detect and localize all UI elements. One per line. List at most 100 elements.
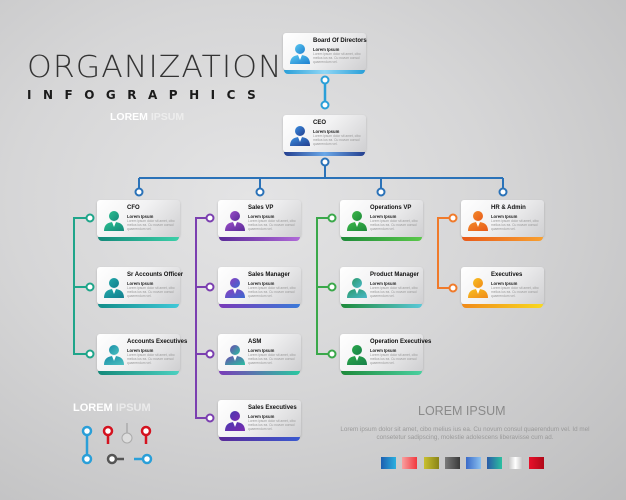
card-description: Lorem ipsum dolor sit amet, cibo melius …: [313, 134, 361, 146]
person-icon: [104, 278, 124, 298]
card-accounts-executives[interactable]: Accounts Executives Lorem Ipsum Lorem ip…: [97, 334, 187, 375]
card-accent-bar: [341, 237, 422, 241]
card-description: Lorem ipsum dolor sit amet, cibo melius …: [127, 353, 175, 365]
card-subtitle: Lorem Ipsum: [491, 214, 518, 219]
card-accent-bar: [98, 237, 179, 241]
card-subtitle: Lorem Ipsum: [127, 281, 154, 286]
person-icon: [225, 411, 245, 431]
card-description: Lorem ipsum dolor sit amet, cibo melius …: [370, 286, 418, 298]
color-swatch-olive: [424, 457, 439, 469]
page-subtitle: INFOGRAPHICS: [27, 88, 268, 102]
card-accent-bar: [462, 304, 543, 308]
card-operations-vp[interactable]: Operations VP Lorem Ipsum Lorem ipsum do…: [340, 200, 423, 241]
person-icon: [290, 126, 310, 146]
card-title: Sales Manager: [248, 272, 291, 278]
legend-title-bold: LOREM: [73, 402, 113, 414]
card-accent-bar: [341, 371, 422, 375]
card-accent-bar: [341, 304, 422, 308]
card-executives[interactable]: Executives Lorem Ipsum Lorem ipsum dolor…: [461, 267, 544, 308]
card-description: Lorem ipsum dolor sit amet, cibo melius …: [370, 219, 418, 231]
card-subtitle: Lorem Ipsum: [127, 348, 154, 353]
tagline: LOREM IPSUM: [110, 111, 184, 123]
page-title: ORGANIZATION: [27, 50, 283, 85]
color-swatch-teal: [487, 457, 502, 469]
card-board-of-directors[interactable]: Board Of Directors Lorem Ipsum Lorem ips…: [283, 33, 367, 74]
card-sales-executives[interactable]: Sales Executives Lorem Ipsum Lorem ipsum…: [218, 400, 301, 441]
card-subtitle: Lorem Ipsum: [248, 281, 275, 286]
person-icon: [347, 211, 367, 231]
card-sr-accounts-officer[interactable]: Sr Accounts Officer Lorem Ipsum Lorem ip…: [97, 267, 184, 308]
card-title: HR & Admin: [491, 205, 526, 211]
color-swatch-gray: [445, 457, 460, 469]
card-subtitle: Lorem Ipsum: [370, 214, 397, 219]
card-ceo[interactable]: CEO Lorem Ipsum Lorem ipsum dolor sit am…: [283, 115, 366, 156]
card-description: Lorem ipsum dolor sit amet, cibo melius …: [313, 52, 361, 64]
card-description: Lorem ipsum dolor sit amet, cibo melius …: [248, 419, 296, 431]
card-sales-vp[interactable]: Sales VP Lorem Ipsum Lorem ipsum dolor s…: [218, 200, 301, 241]
card-accent-bar: [284, 152, 365, 156]
card-title: CFO: [127, 205, 140, 211]
card-subtitle: Lorem Ipsum: [313, 47, 340, 52]
card-accent-bar: [98, 304, 179, 308]
card-description: Lorem ipsum dolor sit amet, cibo melius …: [127, 286, 175, 298]
card-accent-bar: [462, 237, 543, 241]
card-accent-bar: [98, 371, 179, 375]
tagline-light: IPSUM: [150, 111, 185, 123]
person-icon: [225, 278, 245, 298]
person-icon: [104, 211, 124, 231]
card-title: Sr Accounts Officer: [127, 272, 184, 278]
legend-title-light: IPSUM: [115, 402, 151, 414]
card-operation-executives[interactable]: Operation Executives Lorem Ipsum Lorem i…: [340, 334, 431, 375]
card-sales-manager[interactable]: Sales Manager Lorem Ipsum Lorem ipsum do…: [218, 267, 301, 308]
color-swatch-red: [402, 457, 417, 469]
card-title: Executives: [491, 272, 523, 278]
person-icon: [290, 44, 310, 64]
card-title: CEO: [313, 120, 327, 126]
card-subtitle: Lorem Ipsum: [370, 281, 397, 286]
card-accent-bar: [219, 304, 300, 308]
person-icon: [468, 211, 488, 231]
card-subtitle: Lorem Ipsum: [248, 214, 275, 219]
card-description: Lorem ipsum dolor sit amet, cibo melius …: [248, 286, 296, 298]
card-description: Lorem ipsum dolor sit amet, cibo melius …: [248, 219, 296, 231]
card-title: Accounts Executives: [127, 339, 188, 345]
card-product-manager[interactable]: Product Manager Lorem Ipsum Lorem ipsum …: [340, 267, 423, 308]
card-accent-bar: [219, 437, 300, 441]
legend-title: LOREM IPSUM: [73, 402, 151, 414]
card-subtitle: Lorem Ipsum: [313, 129, 340, 134]
card-subtitle: Lorem Ipsum: [248, 414, 275, 419]
card-title: Operation Executives: [370, 339, 432, 345]
card-cfo[interactable]: CFO Lorem Ipsum Lorem ipsum dolor sit am…: [97, 200, 180, 241]
card-subtitle: Lorem Ipsum: [127, 214, 154, 219]
person-icon: [468, 278, 488, 298]
card-description: Lorem ipsum dolor sit amet, cibo melius …: [491, 219, 539, 231]
card-title: Sales VP: [248, 205, 274, 211]
card-description: Lorem ipsum dolor sit amet, cibo melius …: [370, 353, 418, 365]
card-description: Lorem ipsum dolor sit amet, cibo melius …: [127, 219, 175, 231]
card-description: Lorem ipsum dolor sit amet, cibo melius …: [491, 286, 539, 298]
card-hr-admin[interactable]: HR & Admin Lorem Ipsum Lorem ipsum dolor…: [461, 200, 544, 241]
color-swatch-blue: [381, 457, 396, 469]
card-title: Product Manager: [370, 272, 420, 278]
card-accent-bar: [219, 237, 300, 241]
connector-legend-icons: [81, 423, 153, 465]
person-icon: [225, 345, 245, 365]
person-icon: [347, 278, 367, 298]
color-swatch-lightblue: [466, 457, 481, 469]
color-swatch-crimson: [529, 457, 544, 469]
person-icon: [225, 211, 245, 231]
card-description: Lorem ipsum dolor sit amet, cibo melius …: [248, 353, 296, 365]
card-title: ASM: [248, 339, 262, 345]
footer-paragraph: Lorem ipsum dolor sit amet, cibo melius …: [340, 426, 590, 441]
person-icon: [347, 345, 367, 365]
card-subtitle: Lorem Ipsum: [491, 281, 518, 286]
card-asm[interactable]: ASM Lorem Ipsum Lorem ipsum dolor sit am…: [218, 334, 301, 375]
person-icon: [104, 345, 124, 365]
card-accent-bar: [284, 70, 365, 74]
card-accent-bar: [219, 371, 300, 375]
tagline-bold: LOREM: [110, 111, 148, 123]
footer-title: LOREM IPSUM: [418, 404, 506, 418]
color-swatch-silver: [508, 457, 523, 469]
card-title: Sales Executives: [248, 405, 297, 411]
